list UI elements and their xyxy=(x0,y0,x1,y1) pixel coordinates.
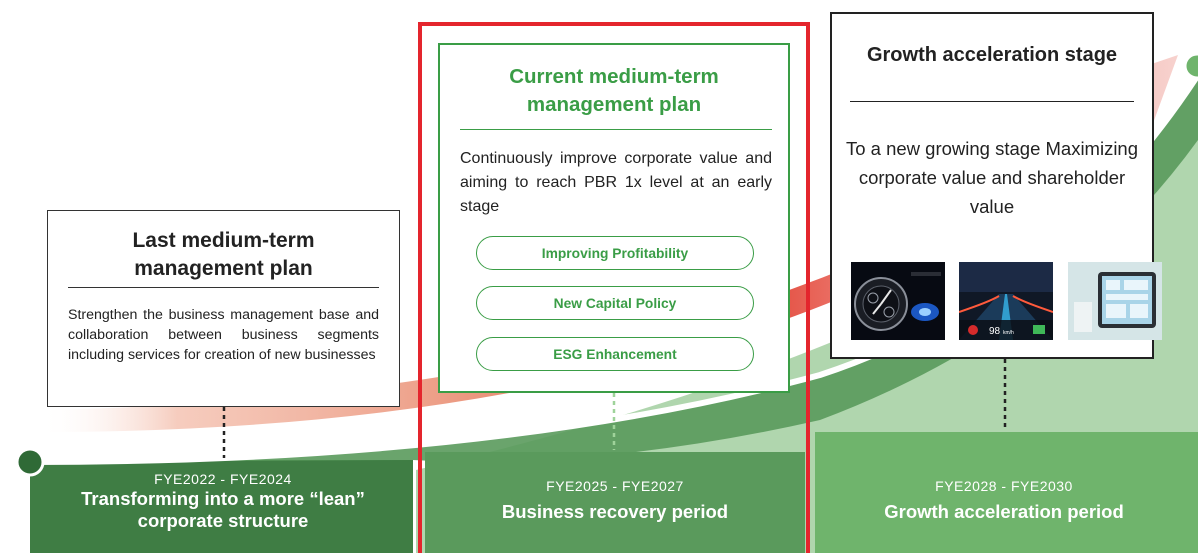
current-plan-description: Continuously improve corporate value and… xyxy=(460,150,772,215)
growth-curve xyxy=(30,75,1198,462)
tablet-photo xyxy=(1068,262,1162,340)
period-name-3: Growth acceleration period xyxy=(884,501,1124,522)
start-dot xyxy=(15,447,45,477)
pillar-esg: ESG Enhancement xyxy=(476,337,754,371)
last-plan-description: Strengthen the business management base … xyxy=(68,307,379,363)
last-plan-divider xyxy=(68,287,379,288)
current-plan-divider xyxy=(460,129,772,130)
period-bar-2 xyxy=(425,452,805,553)
growth-stage-box: Growth acceleration stage To a new growi… xyxy=(830,12,1162,359)
car-dashboard-photo: 98 km/h xyxy=(959,262,1053,340)
period-name-2: Business recovery period xyxy=(501,501,729,522)
speed-unit: km/h xyxy=(1003,330,1014,336)
period-years-3: FYE2028 - FYE2030 xyxy=(935,478,1073,494)
period-name-1: Transforming into a more “lean” corporat… xyxy=(81,488,365,531)
current-plan-title: Current medium-term management plan xyxy=(509,65,719,116)
last-plan-box: Last medium-term management plan Strengt… xyxy=(47,210,400,407)
period-bar-1 xyxy=(30,460,413,553)
end-dot xyxy=(1183,52,1198,80)
period-label-3: FYE2028 - FYE2030 Growth acceleration pe… xyxy=(815,477,1193,523)
growth-stage-title: Growth acceleration stage xyxy=(866,44,1118,66)
pillar-capital-policy: New Capital Policy xyxy=(476,286,754,320)
growth-stage-divider xyxy=(850,101,1134,102)
period-label-2: FYE2025 - FYE2027 Business recovery peri… xyxy=(425,477,805,523)
period-label-1: FYE2022 - FYE2024 Transforming into a mo… xyxy=(30,470,416,532)
period-years-1: FYE2022 - FYE2024 xyxy=(154,471,292,487)
pillar-profitability: Improving Profitability xyxy=(476,236,754,270)
current-plan-box: Current medium-term management plan Cont… xyxy=(438,43,790,393)
speed-readout: 98 xyxy=(989,326,1001,337)
current-plan-highlight-frame xyxy=(418,22,810,553)
growth-stage-description: To a new growing stage Maximizing corpor… xyxy=(845,138,1139,217)
watch-photo xyxy=(851,262,945,340)
period-years-2: FYE2025 - FYE2027 xyxy=(546,478,684,494)
period-bar-3 xyxy=(815,432,1198,553)
last-plan-title: Last medium-term management plan xyxy=(132,229,315,280)
